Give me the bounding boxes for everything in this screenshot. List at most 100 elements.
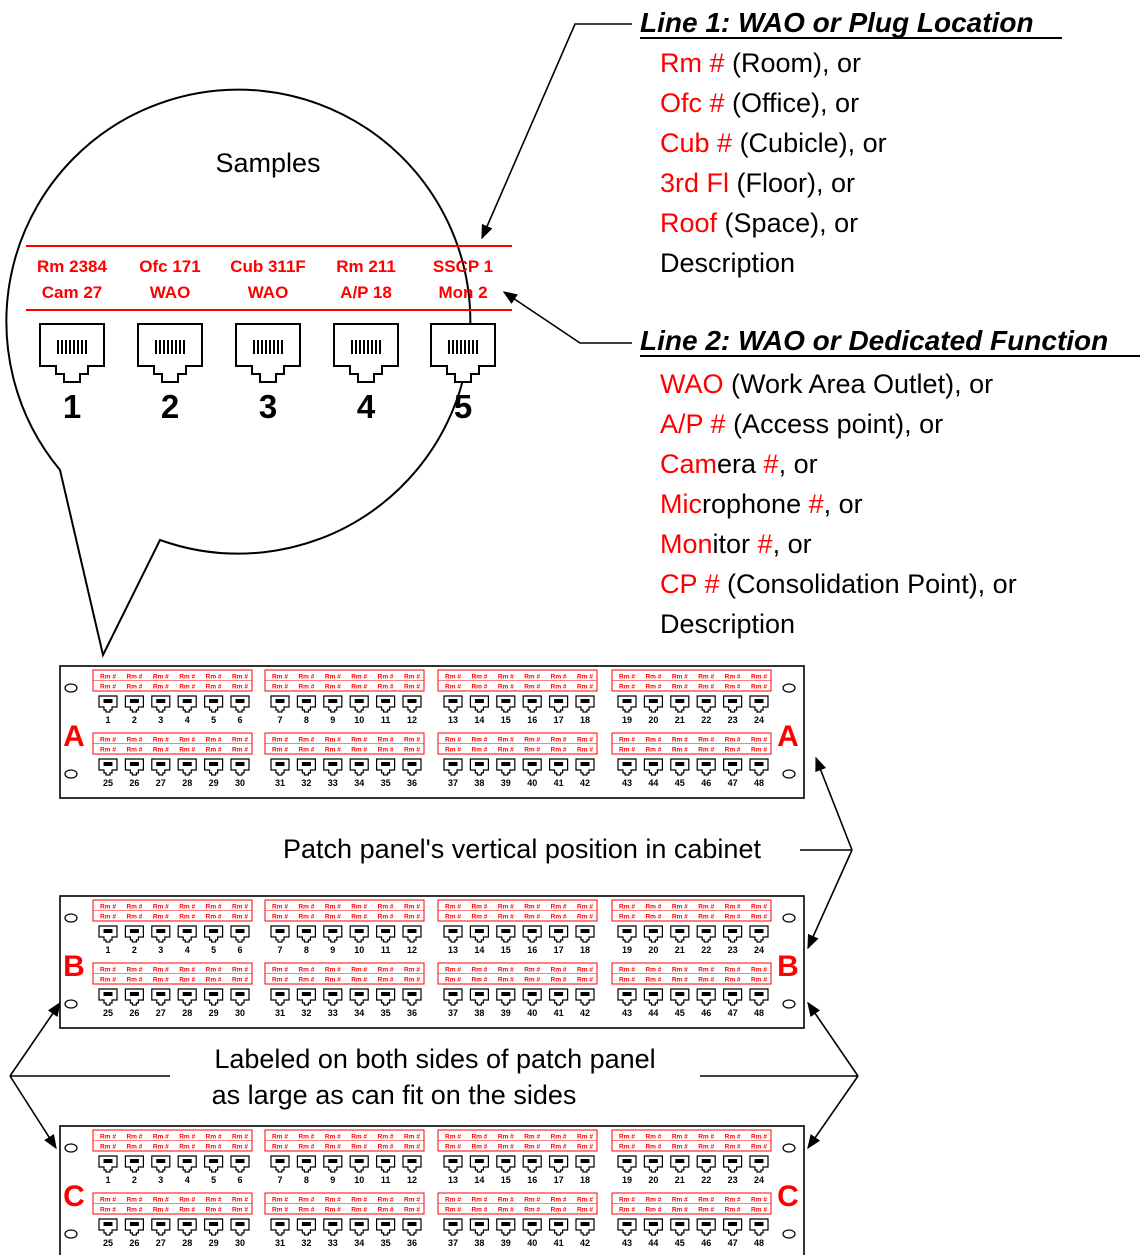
port-label: Rm #: [179, 747, 195, 754]
port-label: Rm #: [232, 1197, 248, 1204]
port-number: 5: [211, 1175, 216, 1185]
port-number: 40: [527, 1238, 537, 1248]
port-number: 39: [501, 1008, 511, 1018]
port-label: Rm #: [298, 684, 314, 691]
port-number: 30: [235, 1238, 245, 1248]
port-number: 15: [501, 715, 511, 725]
jack-contacts: [235, 1222, 245, 1226]
port-number: 26: [129, 778, 139, 788]
port-number: 17: [554, 945, 564, 955]
port-label: Rm #: [206, 684, 222, 691]
jack-contacts: [554, 762, 564, 766]
jack-contacts: [554, 992, 564, 996]
port-label: Rm #: [551, 684, 567, 691]
port-label: Rm #: [126, 904, 142, 911]
line1-option: Ofc # (Office), or: [660, 88, 859, 118]
port-label: Rm #: [378, 1207, 394, 1214]
port-label: Rm #: [725, 1197, 741, 1204]
port-label: Rm #: [551, 1134, 567, 1141]
jack-contacts: [501, 929, 511, 933]
port-label: Rm #: [672, 967, 688, 974]
sample-line1-label: Ofc 171: [139, 257, 200, 276]
port-label: Rm #: [698, 914, 714, 921]
port-number: 44: [648, 1008, 658, 1018]
port-label: Rm #: [471, 684, 487, 691]
jack-contacts: [622, 929, 632, 933]
port-number: 18: [580, 1175, 590, 1185]
port-label: Rm #: [153, 747, 169, 754]
port-number: 9: [330, 945, 335, 955]
sample-port-number: 3: [259, 388, 277, 425]
jack-contacts: [275, 1159, 285, 1163]
port-number: 45: [675, 778, 685, 788]
port-label: Rm #: [471, 737, 487, 744]
sample-line1-label: Rm 211: [336, 257, 396, 276]
jack-contacts: [129, 1159, 139, 1163]
sample-port-number: 1: [63, 388, 81, 425]
port-label: Rm #: [672, 1134, 688, 1141]
port-number: 42: [580, 1008, 590, 1018]
port-label: Rm #: [378, 1197, 394, 1204]
port-label: Rm #: [351, 684, 367, 691]
port-number: 25: [103, 778, 113, 788]
jack-contacts: [554, 1222, 564, 1226]
jack-contacts: [474, 762, 484, 766]
jack-contacts: [474, 929, 484, 933]
jack-contacts: [501, 992, 511, 996]
port-label: Rm #: [404, 914, 420, 921]
port-label: Rm #: [325, 1207, 341, 1214]
port-label: Rm #: [672, 1144, 688, 1151]
jack-contacts: [580, 929, 590, 933]
port-label: Rm #: [471, 1197, 487, 1204]
port-label: Rm #: [698, 904, 714, 911]
port-label: Rm #: [179, 1134, 195, 1141]
port-number: 48: [754, 1008, 764, 1018]
port-number: 31: [275, 1238, 285, 1248]
port-number: 9: [330, 1175, 335, 1185]
port-label: Rm #: [524, 1134, 540, 1141]
port-label: Rm #: [298, 737, 314, 744]
jack-contacts: [209, 762, 219, 766]
port-number: 27: [156, 1238, 166, 1248]
port-label: Rm #: [153, 1134, 169, 1141]
port-label: Rm #: [445, 904, 461, 911]
port-number: 8: [304, 945, 309, 955]
port-label: Rm #: [672, 1197, 688, 1204]
port-label: Rm #: [126, 1197, 142, 1204]
port-label: Rm #: [351, 737, 367, 744]
jack-contacts: [235, 992, 245, 996]
port-label: Rm #: [751, 1207, 767, 1214]
port-number: 45: [675, 1238, 685, 1248]
port-label: Rm #: [645, 1134, 661, 1141]
port-number: 42: [580, 778, 590, 788]
port-number: 41: [554, 1008, 564, 1018]
port-label: Rm #: [498, 747, 514, 754]
port-label: Rm #: [126, 737, 142, 744]
port-label: Rm #: [378, 747, 394, 754]
mounting-hole: [782, 999, 796, 1009]
port-label: Rm #: [751, 914, 767, 921]
jack-contacts: [129, 699, 139, 703]
jack-contacts: [381, 762, 391, 766]
port-number: 46: [701, 778, 711, 788]
port-label: Rm #: [272, 747, 288, 754]
jack-contacts: [648, 929, 658, 933]
line1-option: Rm # (Room), or: [660, 48, 861, 78]
jack-contacts: [156, 992, 166, 996]
port-label: Rm #: [272, 1144, 288, 1151]
port-label: Rm #: [698, 674, 714, 681]
port-label: Rm #: [153, 1197, 169, 1204]
port-label: Rm #: [100, 1197, 116, 1204]
jack-contacts: [156, 1159, 166, 1163]
port-number: 23: [728, 945, 738, 955]
port-label: Rm #: [445, 1134, 461, 1141]
port-label: Rm #: [272, 967, 288, 974]
port-label: Rm #: [298, 1197, 314, 1204]
port-number: 11: [381, 945, 391, 955]
port-number: 23: [728, 1175, 738, 1185]
port-label: Rm #: [126, 967, 142, 974]
port-number: 46: [701, 1238, 711, 1248]
jack-contacts: [328, 1222, 338, 1226]
